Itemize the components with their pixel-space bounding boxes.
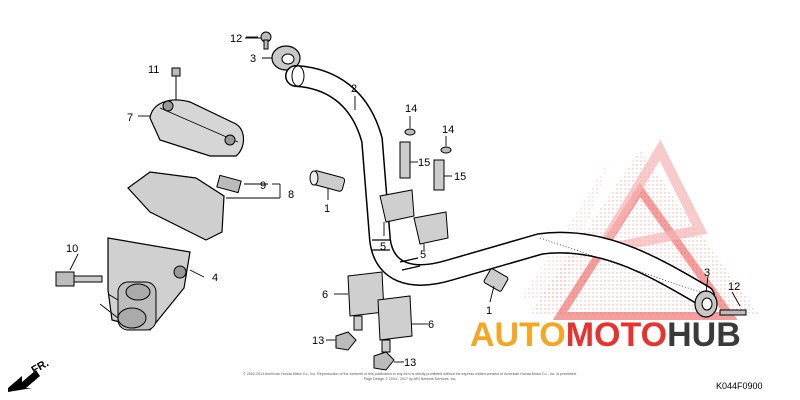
handlebar-holder-bracket[interactable]: [107, 237, 191, 331]
bolt-15-left[interactable]: [399, 128, 416, 179]
watermark-word-hub: HUB: [667, 316, 741, 354]
callout-label: 11: [148, 64, 159, 76]
callout-label: 3: [250, 53, 256, 65]
callout-labels: 1 1 2 3 3 4 5 5 6 6 7 8 9 10 11 12 12 13…: [66, 33, 740, 369]
top-bridge-cover[interactable]: [149, 67, 245, 157]
screw-top[interactable]: [245, 31, 272, 50]
copyright-notice: © 2002-2013 American Honda Motor Co., In…: [220, 372, 600, 381]
callout-label: 10: [66, 243, 78, 255]
nut-13-left[interactable]: [335, 331, 357, 351]
bolt-10[interactable]: [55, 271, 103, 287]
lower-holder-right[interactable]: [377, 295, 413, 353]
nut-13-right[interactable]: [373, 351, 395, 371]
copyright-line: Page Design © 2004 - 2017 by ARI Network…: [363, 376, 457, 381]
upper-holder-right[interactable]: [413, 211, 449, 245]
handlebar-weight-left[interactable]: [262, 45, 301, 71]
callout-label: 6: [322, 289, 328, 301]
callout-label: 4: [212, 272, 218, 284]
callout-label: 9: [260, 180, 266, 192]
callout-label: 13: [404, 357, 416, 369]
upper-holder-left[interactable]: [379, 189, 415, 223]
callout-label: 1: [324, 203, 330, 215]
copyright-line: © 2002-2013 American Honda Motor Co., In…: [243, 372, 577, 376]
watermark-brand-text: AUTOMOTOHUB: [470, 316, 741, 355]
callout-label: 6: [428, 319, 434, 331]
callout-label: 12: [728, 281, 740, 293]
callout-label: 3: [704, 267, 710, 279]
callout-label: 2: [351, 83, 357, 95]
figure-code: K044F0900: [716, 381, 763, 391]
callout-label: 7: [127, 112, 133, 124]
callout-label: 15: [454, 171, 466, 183]
pin-right[interactable]: [483, 268, 509, 292]
callout-label: 14: [405, 103, 417, 115]
watermark-word-auto: AUTO: [470, 316, 566, 354]
callout-label: 1: [486, 305, 492, 317]
callout-label: 12: [230, 33, 242, 45]
callout-label: 13: [312, 335, 324, 347]
callout-label: 8: [288, 189, 294, 201]
callout-label: 14: [442, 124, 454, 136]
callout-label: 5: [380, 241, 386, 253]
callout-label: 5: [420, 249, 426, 261]
leader-lines: [69, 36, 741, 363]
bolt-15-right[interactable]: [433, 146, 452, 191]
watermark-word-moto: MOTO: [565, 316, 668, 354]
front-arrow-icon: FR.: [8, 357, 51, 392]
pin-left[interactable]: [309, 170, 346, 192]
lower-cover[interactable]: [127, 171, 242, 241]
handlebar[interactable]: [285, 65, 715, 307]
svg-text:FR.: FR.: [30, 357, 51, 376]
callout-label: 15: [418, 157, 430, 169]
